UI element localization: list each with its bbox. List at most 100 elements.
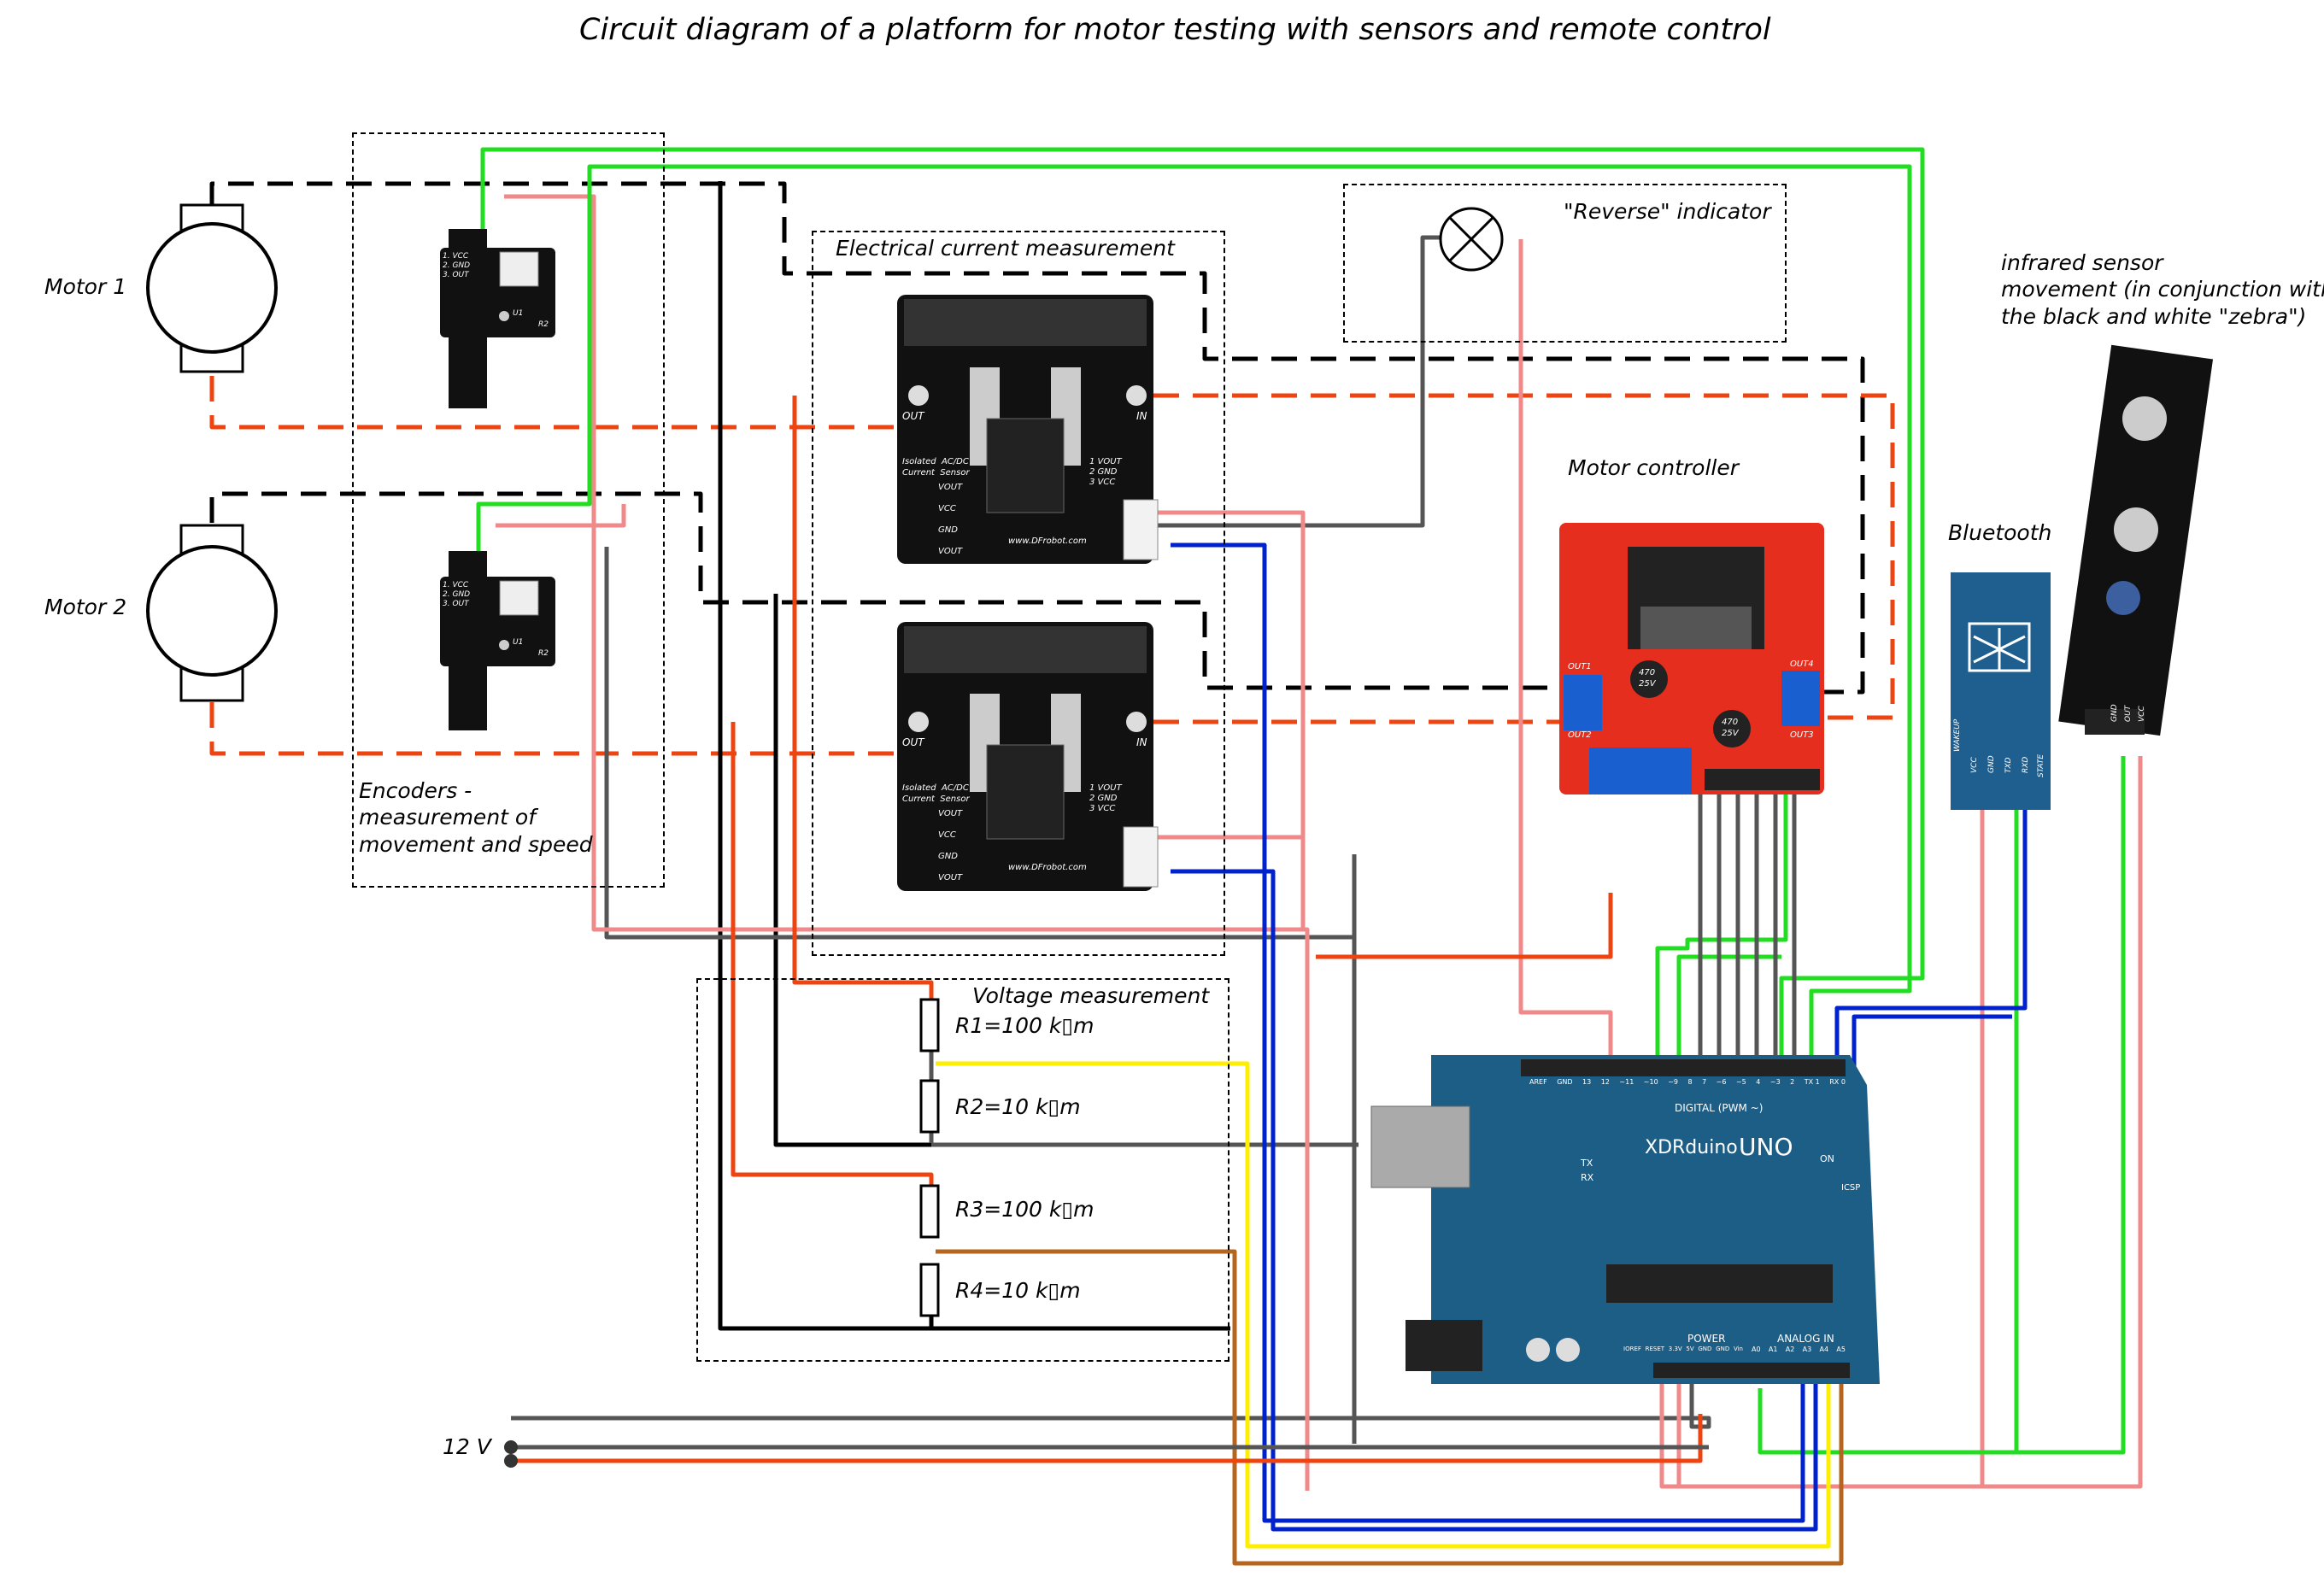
arduino-power: POWER — [1687, 1333, 1726, 1345]
pin-a3: A3 — [1802, 1346, 1812, 1353]
diagram-title: Circuit diagram of a platform for motor … — [579, 13, 1771, 47]
arduino-tx: TX — [1581, 1158, 1593, 1169]
cs1-pin1: 1 VOUT — [1089, 457, 1122, 466]
encoder-2 — [440, 551, 555, 730]
enc1-pin2: 2. GND — [443, 261, 471, 270]
cs2-pin1: 1 VOUT — [1089, 783, 1122, 793]
resistor-r3-label: R3=100 k▯m — [955, 1197, 1095, 1222]
arduino-brand: XDRduino — [1645, 1137, 1738, 1158]
pin-tx1: TX 1 — [1804, 1078, 1820, 1086]
enc1-pin1: 1. VCC — [443, 252, 469, 261]
pin-gnd-d: GND — [1557, 1078, 1573, 1086]
ctrl-cap2: 470 25V — [1722, 718, 1739, 738]
wire-green-2 — [1655, 756, 2126, 1455]
cs1-in: IN — [1136, 410, 1147, 422]
enc1-pin3: 3. OUT — [443, 271, 469, 279]
cs1-pin3: 3 VCC — [1089, 478, 1116, 487]
pin-12: 12 — [1600, 1078, 1610, 1086]
arduino-analog: ANALOG IN — [1777, 1333, 1834, 1345]
arduino-on: ON — [1820, 1153, 1834, 1164]
wire-controller-digital — [1698, 777, 1797, 1068]
encoders-box — [352, 132, 665, 888]
motor-2 — [146, 524, 278, 702]
pin-3v3: 3.3V — [1668, 1346, 1682, 1352]
ir-pin-vcc: VCC — [2138, 706, 2146, 722]
resistor-r1 — [919, 998, 940, 1052]
motor-controller-board — [1559, 523, 1824, 794]
cs2-isolated: Isolated AC/DC Current Sensor — [902, 783, 970, 804]
pin-a5: A5 — [1836, 1346, 1846, 1353]
pin-rx0: RX 0 — [1829, 1078, 1846, 1086]
arduino-board — [1370, 1055, 1880, 1384]
resistor-r3 — [919, 1184, 940, 1239]
bt-pin-wakeup: WAKEUP — [1953, 718, 1962, 752]
current-label: Electrical current measurement — [836, 236, 1175, 261]
ir-pin-out: OUT — [2124, 705, 2133, 722]
arduino-digital-pins: AREF GND 13 12 ~11 ~10 ~9 8 7 ~6 ~5 4 ~3… — [1529, 1078, 1846, 1097]
reverse-box — [1343, 184, 1787, 343]
pin-aref: AREF — [1529, 1078, 1547, 1086]
bluetooth-label: Bluetooth — [1948, 520, 2052, 545]
ctrl-out1: OUT1 — [1568, 662, 1592, 671]
resistor-r4-label: R4=10 k▯m — [955, 1278, 1081, 1303]
motor-1 — [146, 203, 278, 373]
cs1-out: OUT — [902, 410, 924, 422]
cs1-pin2: 2 GND — [1089, 467, 1118, 477]
pin-11: ~11 — [1619, 1078, 1634, 1086]
infrared-label: infrared sensor movement (in conjunction… — [2001, 250, 2324, 329]
controller-label: Motor controller — [1568, 455, 1739, 480]
enc1-r: R2 — [538, 320, 549, 329]
pin-6: ~6 — [1716, 1078, 1727, 1086]
bt-pin-gnd: GND — [1987, 755, 1996, 773]
wire-yellow — [936, 1061, 1831, 1549]
pin-8: 8 — [1687, 1078, 1693, 1086]
pin-4: 4 — [1756, 1078, 1761, 1086]
cs2-left-pin3: GND — [938, 852, 958, 861]
cs1-left-pin2: VCC — [938, 504, 956, 513]
current-sensor-2 — [897, 622, 1159, 891]
motor-2-label: Motor 2 — [44, 595, 127, 619]
wire-blue-1 — [1171, 542, 2028, 1532]
cs2-pin2: 2 GND — [1089, 794, 1118, 803]
pin-5v: 5V — [1686, 1346, 1694, 1352]
motor-1-label: Motor 1 — [44, 274, 127, 299]
cs1-isolated: Isolated AC/DC Current Sensor — [902, 457, 970, 478]
wire-orange-solid — [513, 396, 1703, 1463]
arduino-analog-pins: A0 A1 A2 A3 A4 A5 — [1752, 1346, 1846, 1363]
cs1-left-pin3: GND — [938, 525, 958, 535]
pin-9: ~9 — [1668, 1078, 1678, 1086]
encoder-1 — [440, 229, 555, 408]
ctrl-cap1: 470 25V — [1639, 668, 1656, 689]
pin-ioref: IOREF — [1623, 1346, 1641, 1352]
pin-reset: RESET — [1645, 1346, 1665, 1352]
cs2-left-pin1: VOUT — [938, 809, 963, 818]
cs2-out: OUT — [902, 736, 924, 748]
enc2-chip: U1 — [513, 638, 524, 647]
enc2-pin1: 1. VCC — [443, 581, 469, 589]
bt-pin-state: STATE — [2037, 753, 2045, 777]
cs2-in: IN — [1136, 736, 1147, 748]
pin-a4: A4 — [1819, 1346, 1829, 1353]
resistor-r1-label: R1=100 k▯m — [955, 1013, 1095, 1038]
pin-10: ~10 — [1643, 1078, 1658, 1086]
arduino-model: UNO — [1739, 1133, 1793, 1161]
voltage-box — [696, 978, 1229, 1362]
cs1-left-pin4: VOUT — [938, 547, 963, 556]
pin-a2: A2 — [1785, 1346, 1795, 1353]
pin-2: 2 — [1790, 1078, 1795, 1086]
pin-7: 7 — [1702, 1078, 1707, 1086]
bt-pin-vcc: VCC — [1970, 757, 1979, 773]
ctrl-out2: OUT2 — [1568, 730, 1592, 740]
resistors — [919, 998, 940, 1317]
cs1-www: www.DFrobot.com — [1008, 536, 1087, 546]
cs1-left-pin1: VOUT — [938, 483, 963, 492]
bluetooth-module — [1951, 572, 2051, 810]
enc2-pin3: 3. OUT — [443, 600, 469, 608]
pin-a1: A1 — [1768, 1346, 1778, 1353]
resistor-r2 — [919, 1079, 940, 1134]
wire-motor2-orange — [209, 702, 1615, 756]
pin-gnd-p2: GND — [1716, 1346, 1730, 1352]
enc1-chip: U1 — [513, 309, 524, 318]
ir-sensor-module — [2058, 344, 2214, 736]
